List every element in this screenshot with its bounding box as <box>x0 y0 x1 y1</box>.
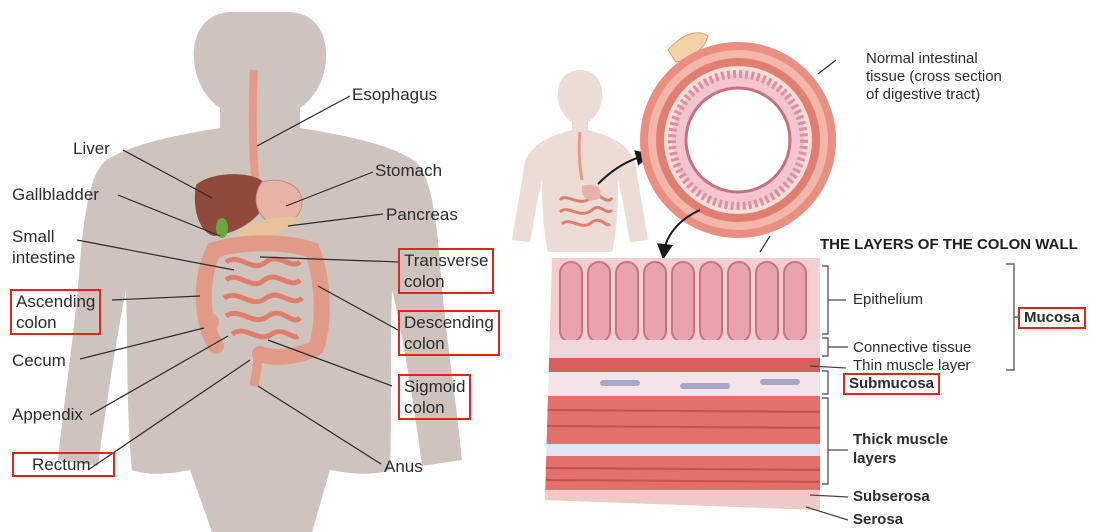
label-submucosa: Submucosa <box>843 373 940 395</box>
label-normal-line3: of digestive tract) <box>866 86 1002 104</box>
colon-wall-layers <box>540 250 830 520</box>
colon-wall-title: THE LAYERS OF THE COLON WALL <box>820 236 1078 253</box>
label-transverse-colon: Transverse colon <box>398 248 494 294</box>
label-descending-line2: colon <box>404 333 494 354</box>
label-descending-colon: Descending colon <box>398 310 500 356</box>
label-pancreas: Pancreas <box>386 204 458 225</box>
label-normal-line2: tissue (cross section <box>866 68 1002 86</box>
label-thick-line1: Thick muscle <box>853 430 948 449</box>
label-normal-tissue: Normal intestinal tissue (cross section … <box>866 50 1002 104</box>
label-transverse-line2: colon <box>404 271 488 292</box>
label-epithelium: Epithelium <box>853 291 923 309</box>
label-sigmoid-line1: Sigmoid <box>404 376 465 397</box>
label-serosa: Serosa <box>853 511 903 529</box>
label-thick-line2: layers <box>853 449 948 468</box>
label-rectum: Rectum <box>12 452 115 477</box>
label-descending-line1: Descending <box>404 312 494 333</box>
label-cecum: Cecum <box>12 350 66 371</box>
label-gallbladder: Gallbladder <box>12 184 99 205</box>
label-anus: Anus <box>384 456 423 477</box>
label-thick-muscle-layers: Thick muscle layers <box>853 430 948 468</box>
label-connective-tissue: Connective tissue <box>853 339 971 357</box>
label-ascending-line2: colon <box>16 312 95 333</box>
label-subserosa: Subserosa <box>853 488 930 506</box>
label-normal-line1: Normal intestinal <box>866 50 1002 68</box>
label-appendix: Appendix <box>12 404 83 425</box>
rectum-organ <box>254 352 258 386</box>
label-transverse-line1: Transverse <box>404 250 488 271</box>
label-esophagus: Esophagus <box>352 84 437 105</box>
label-sigmoid-colon: Sigmoid colon <box>398 374 471 420</box>
label-small-intestine-line1: Small <box>12 226 55 247</box>
label-sigmoid-line2: colon <box>404 397 465 418</box>
esophagus-organ <box>253 70 256 185</box>
intestinal-cross-section <box>640 33 836 238</box>
label-liver: Liver <box>73 138 110 159</box>
label-ascending-line1: Ascending <box>16 291 95 312</box>
label-stomach: Stomach <box>375 160 442 181</box>
stomach-organ <box>256 180 302 222</box>
label-mucosa: Mucosa <box>1018 307 1086 329</box>
label-small-intestine-line2: intestine <box>12 247 75 268</box>
label-ascending-colon: Ascending colon <box>10 289 101 335</box>
